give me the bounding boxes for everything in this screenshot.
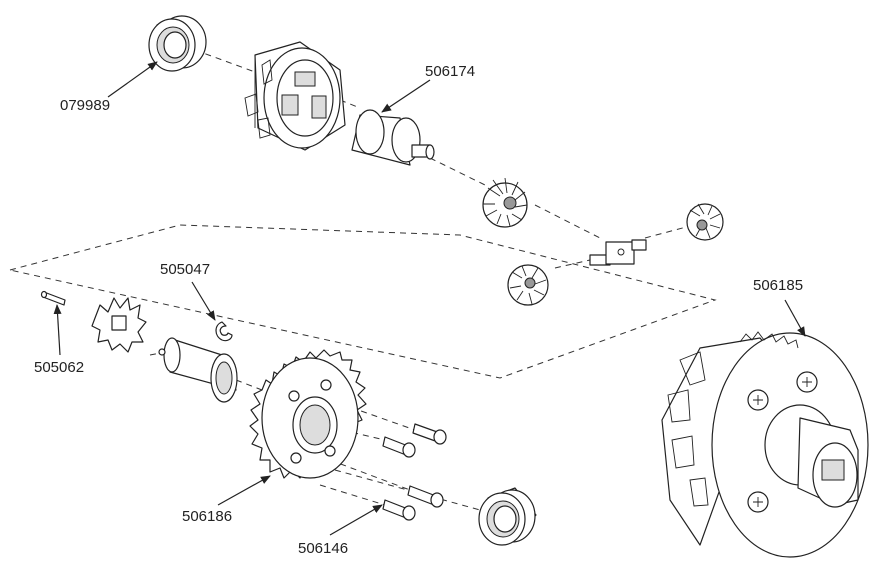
label-ring-gear: 506186 xyxy=(182,508,232,525)
bevel-gear-large xyxy=(482,177,528,228)
label-diff-pin: 505062 xyxy=(34,359,84,376)
screw-3 xyxy=(407,485,444,508)
label-diff-assembly: 506185 xyxy=(753,277,803,294)
diff-pin xyxy=(40,290,66,306)
label-ring-clip: 505047 xyxy=(160,261,210,278)
pinion-gear xyxy=(91,297,147,353)
ring-gear xyxy=(249,349,367,479)
diff-assembly xyxy=(661,331,869,558)
screw-4 xyxy=(382,499,416,521)
cross-pin xyxy=(589,239,647,266)
ring-clip xyxy=(215,321,233,342)
bearing-bottom xyxy=(478,487,537,546)
differential-housing xyxy=(244,41,346,151)
screw-1 xyxy=(412,423,447,445)
screw-2 xyxy=(382,436,416,458)
bearing-top xyxy=(148,15,207,72)
bevel-gear-small-right xyxy=(686,203,724,241)
leader-lines xyxy=(53,61,806,536)
label-bearing-top: 079989 xyxy=(60,97,110,114)
sleeve-cup xyxy=(158,337,238,403)
label-screws: 506146 xyxy=(298,540,348,557)
diff-output-cup xyxy=(351,109,435,166)
bevel-gear-small-left xyxy=(507,264,549,306)
label-diff-cup: 506174 xyxy=(425,63,475,80)
